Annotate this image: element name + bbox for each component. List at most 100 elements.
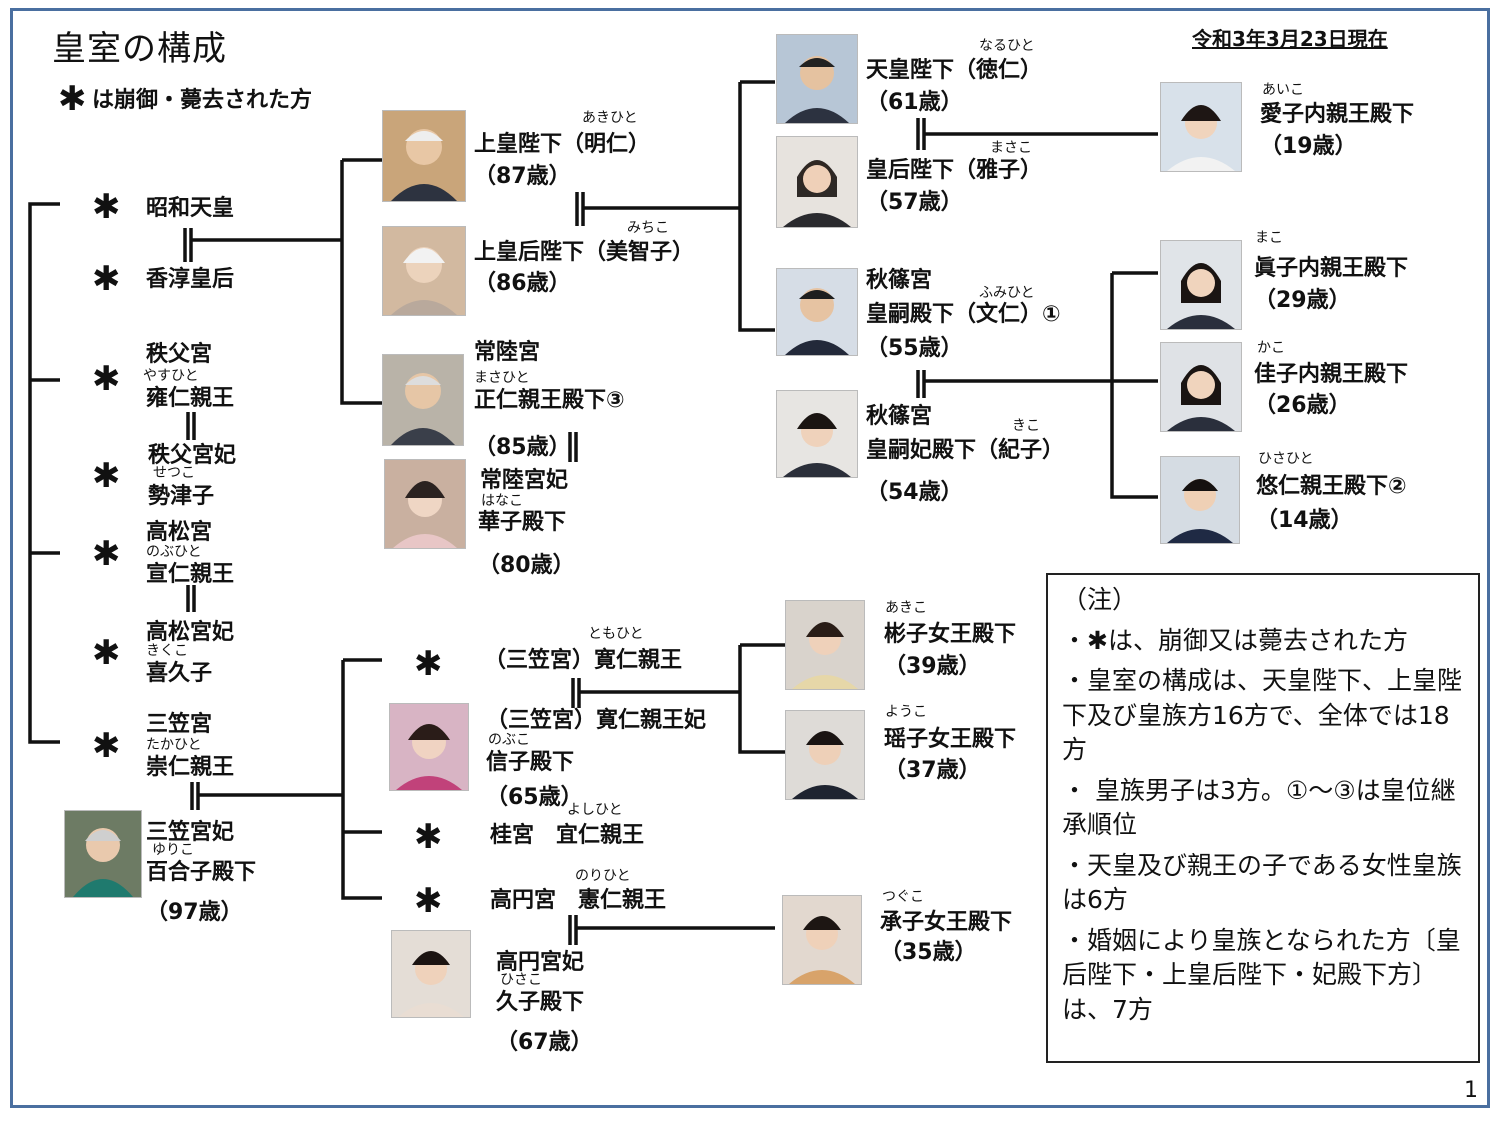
ruby-text: かこ [1257, 340, 1285, 356]
person-akiko: 彬子女王殿下 [884, 622, 1017, 647]
age-label: （39歳） [884, 654, 981, 679]
portrait-photo [776, 34, 858, 124]
date-label: 令和3年3月23日現在 [1192, 27, 1388, 51]
deceased-mark: ✱ [414, 881, 443, 921]
age-label: （35歳） [880, 940, 977, 965]
ruby-text: せつこ [153, 465, 195, 481]
deceased-mark: ✱ [414, 817, 443, 857]
house-label: 三笠宮 [146, 712, 213, 737]
slide-frame [10, 8, 1490, 1108]
person-akishino: 皇嗣殿下（文仁）① [866, 302, 1061, 327]
age-label: （61歳） [866, 90, 963, 115]
note-item: ・皇室の構成は、天皇陛下、上皇陛下及び皇族方16方で、全体では18方 [1062, 666, 1463, 764]
ruby-text: はなこ [481, 493, 523, 509]
deceased-mark: ✱ [92, 633, 121, 673]
ruby-text: つぐこ [882, 889, 924, 905]
portrait-photo [785, 600, 865, 690]
house-label: 高松宮 [146, 520, 213, 545]
person-nobuko-title: （三笠宮）寛仁親王妃 [486, 708, 707, 733]
age-label: （29歳） [1254, 288, 1351, 313]
person-hisahito: 悠仁親王殿下② [1256, 474, 1407, 499]
person-tenno: 天皇陛下（徳仁） [866, 58, 1043, 83]
notes-box: （注） ・✱は、崩御又は薨去された方 ・皇室の構成は、天皇陛下、上皇陛下及び皇族… [1046, 573, 1480, 1063]
house-label: 秋篠宮 [866, 268, 933, 293]
person-yoko: 瑶子女王殿下 [884, 727, 1017, 752]
person-chichibu: 雍仁親王 [146, 386, 235, 411]
age-label: （26歳） [1254, 393, 1351, 418]
person-hitachihi: 華子殿下 [478, 510, 567, 535]
age-label: （67歳） [496, 1030, 593, 1055]
house-label: 三笠宮妃 [146, 820, 235, 845]
ruby-text: のぶこ [488, 732, 530, 748]
age-label: （54歳） [866, 480, 963, 505]
deceased-mark: ✱ [92, 534, 121, 574]
portrait-photo [1160, 240, 1242, 330]
ruby-text: きこ [1012, 418, 1040, 434]
house-label: 高円宮妃 [496, 950, 585, 975]
ruby-text: まさこ [990, 140, 1032, 156]
age-label: （57歳） [866, 190, 963, 215]
ruby-text: ふみひと [979, 285, 1035, 301]
person-joko: 上皇陛下（明仁） [474, 132, 651, 157]
portrait-photo [382, 354, 464, 446]
legend-text: は崩御・薨去された方 [92, 88, 313, 113]
house-label: 常陸宮妃 [480, 468, 569, 493]
ruby-text: のぶひと [146, 544, 202, 560]
person-jokogo: 上皇后陛下（美智子） [474, 240, 695, 265]
age-label: （19歳） [1260, 134, 1357, 159]
deceased-mark: ✱ [92, 259, 121, 299]
ruby-text: あいこ [1262, 82, 1304, 98]
portrait-photo [1160, 82, 1242, 172]
deceased-mark: ✱ [92, 726, 121, 766]
ruby-text: たかひと [146, 737, 202, 753]
age-label: （87歳） [474, 164, 571, 189]
person-mako: 眞子内親王殿下 [1254, 256, 1409, 281]
ruby-text: ともひと [588, 626, 644, 642]
ruby-text: のりひと [575, 868, 631, 884]
page-title: 皇室の構成 [52, 29, 227, 69]
age-label: （14歳） [1256, 508, 1353, 533]
portrait-photo [782, 895, 862, 985]
ruby-text: なるひと [979, 38, 1035, 54]
person-takamado: 高円宮 憲仁親王 [490, 888, 667, 913]
page-number: 1 [1464, 1078, 1478, 1103]
ruby-text: あきこ [885, 600, 927, 616]
person-chichibuhi: 勢津子 [148, 484, 215, 509]
note-item: ・ 皇族男子は3方。①～③は皇位継承順位 [1062, 775, 1456, 840]
person-kojun: 香淳皇后 [146, 267, 235, 292]
age-label: （55歳） [866, 336, 963, 361]
person-nobuko: 信子殿下 [486, 750, 575, 775]
person-tomohito: （三笠宮）寛仁親王 [484, 648, 683, 673]
portrait-photo [785, 710, 865, 800]
house-label: 高松宮妃 [146, 620, 235, 645]
person-takamatsu: 宣仁親王 [146, 562, 235, 587]
person-showa: 昭和天皇 [146, 196, 235, 221]
note-item: ・婚姻により皇族となられた方〔皇后陛下・上皇后陛下・妃殿下方〕は、7方 [1062, 925, 1461, 1024]
ruby-text: まこ [1255, 230, 1283, 246]
portrait-photo [384, 459, 466, 549]
person-mikasahi: 百合子殿下 [146, 860, 257, 885]
portrait-photo [776, 390, 858, 478]
age-label: （65歳） [486, 785, 583, 810]
person-kogo: 皇后陛下（雅子） [866, 158, 1043, 183]
deceased-mark: ✱ [92, 456, 121, 496]
person-katsura: 桂宮 宜仁親王 [490, 823, 645, 848]
house-label: 秩父宮妃 [148, 443, 237, 468]
deceased-mark: ✱ [92, 187, 121, 227]
age-label: （85歳） [474, 435, 571, 460]
asterisk-icon: ✱ [58, 79, 87, 119]
ruby-text: みちこ [627, 220, 669, 236]
person-takamatsuhi: 喜久子 [146, 661, 213, 686]
house-label: 秋篠宮 [866, 404, 933, 429]
ruby-text: やすひと [143, 368, 199, 384]
age-label: （97歳） [146, 900, 243, 925]
portrait-photo [382, 226, 466, 316]
ruby-text: ようこ [885, 704, 927, 720]
notes-heading: （注） [1062, 585, 1138, 614]
note-item: ・✱は、崩御又は薨去された方 [1062, 625, 1408, 655]
person-hisako: 久子殿下 [496, 990, 585, 1015]
ruby-text: よしひと [567, 802, 623, 818]
age-label: （37歳） [884, 758, 981, 783]
person-hitachi: 正仁親王殿下③ [474, 388, 625, 413]
